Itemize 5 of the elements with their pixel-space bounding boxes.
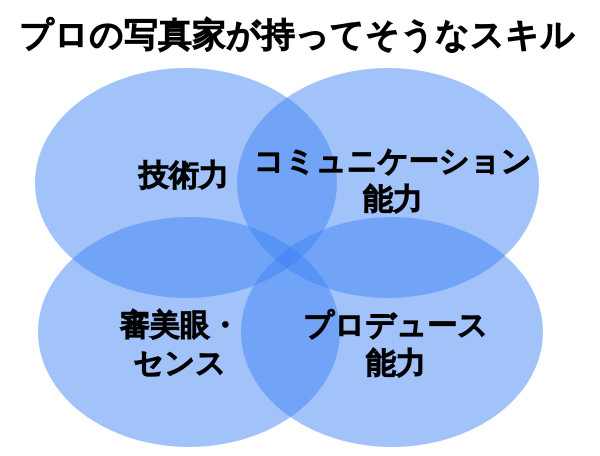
skill-label: プロデュース能力 xyxy=(302,307,490,383)
skill-label: 審美眼・センス xyxy=(119,307,241,383)
skill-label: コミュニケーション能力 xyxy=(253,143,533,219)
skill-label: 技術力 xyxy=(137,157,230,195)
title: プロの写真家が持ってそうなスキル xyxy=(18,15,576,55)
